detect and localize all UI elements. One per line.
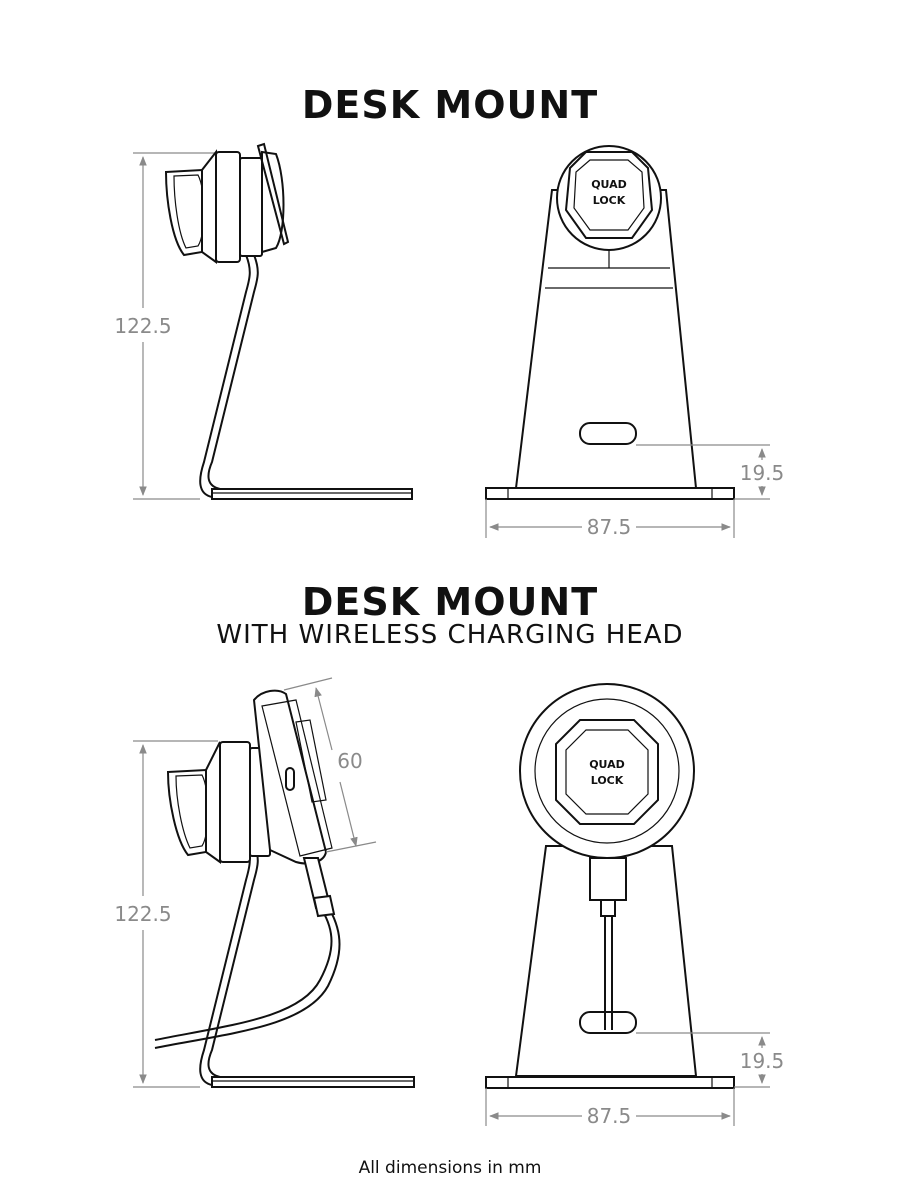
- side-view-2: 122.5 60: [114, 677, 415, 1088]
- cable-connector: [589, 857, 627, 901]
- front-slot-height-label-2: 19.5: [740, 1049, 785, 1073]
- side-view-1: 122.5: [114, 142, 413, 500]
- cable-slot-2: [579, 1011, 637, 1034]
- charging-cable: [154, 909, 333, 1041]
- section2-subtitle: WITH WIRELESS CHARGING HEAD: [216, 620, 684, 650]
- cable-slot: [579, 422, 637, 445]
- section1-title: DESK MOUNT: [301, 83, 599, 127]
- side-height-label-1: 122.5: [114, 314, 171, 338]
- front-width-label-2: 87.5: [587, 1104, 632, 1128]
- logo-line2-1: LOCK: [593, 194, 626, 207]
- logo-line1-1: QUAD: [591, 178, 627, 191]
- side-height-label-2: 122.5: [114, 902, 171, 926]
- front-view-2: QUAD LOCK 19.5 87.5: [485, 683, 785, 1128]
- front-width-label-1: 87.5: [587, 515, 632, 539]
- front-slot-height-label-1: 19.5: [740, 461, 785, 485]
- head-diameter-label: 60: [337, 749, 362, 773]
- stand-arm: [199, 254, 251, 498]
- front-base: [485, 487, 735, 500]
- front-base-2: [485, 1076, 735, 1089]
- footer-note: All dimensions in mm: [358, 1158, 542, 1178]
- front-view-1: QUAD LOCK 19.5 87.5: [485, 145, 785, 539]
- base-plate-2: [211, 1076, 415, 1088]
- logo-line2-2: LOCK: [591, 774, 624, 787]
- phone-plate: [256, 142, 290, 246]
- base-plate: [211, 488, 413, 500]
- logo-line1-2: QUAD: [589, 758, 625, 771]
- section2-title: DESK MOUNT: [301, 580, 599, 624]
